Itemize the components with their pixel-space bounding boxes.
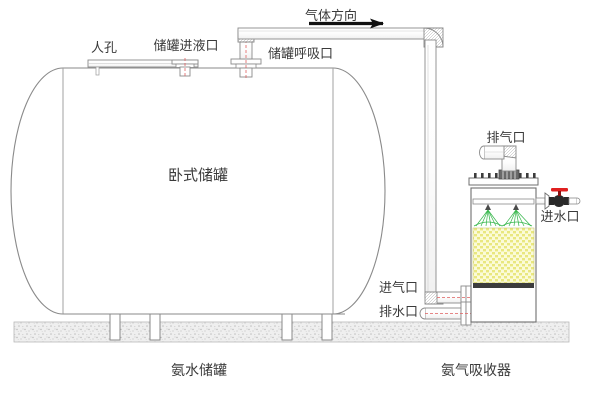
spray-pattern bbox=[473, 209, 533, 227]
vertical-gas-downcomer bbox=[424, 39, 437, 299]
gas-flow-label: 气体方向 bbox=[305, 8, 357, 24]
horizontal-storage-tank: 卧式储罐 bbox=[10, 67, 386, 315]
water-inlet-assembly: 进水口 bbox=[535, 188, 581, 225]
drain-outlet-line: 排水口 bbox=[379, 301, 475, 326]
tank-saddle-supports bbox=[63, 313, 345, 341]
gas-inlet-line: 进气口 bbox=[379, 280, 475, 310]
water-inlet-label: 进水口 bbox=[540, 210, 579, 225]
exhaust-outlet-label: 排气口 bbox=[486, 130, 525, 146]
gas-flow-indicator: 气体方向 bbox=[305, 8, 384, 29]
tank-body-label: 卧式储罐 bbox=[168, 166, 228, 184]
right-equipment-caption: 氨气吸收器 bbox=[441, 363, 511, 379]
spray-header-pipe bbox=[472, 198, 535, 210]
tank-breather-label: 储罐呼吸口 bbox=[268, 47, 333, 62]
drain-outlet-label: 排水口 bbox=[379, 305, 418, 320]
tank-liquid-inlet-nozzle: 储罐进液口 bbox=[153, 39, 219, 78]
tank-breather-nozzle: 储罐呼吸口 bbox=[230, 40, 333, 79]
overhead-gas-pipe bbox=[237, 27, 430, 40]
absorber-exhaust-stack: 排气口 bbox=[479, 130, 526, 180]
manhole-label: 人孔 bbox=[91, 41, 117, 56]
gas-inlet-label: 进气口 bbox=[379, 280, 418, 296]
left-equipment-caption: 氨水储罐 bbox=[171, 363, 227, 379]
tank-liquid-inlet-label: 储罐进液口 bbox=[153, 39, 218, 54]
absorber-packing-bed bbox=[472, 227, 535, 288]
